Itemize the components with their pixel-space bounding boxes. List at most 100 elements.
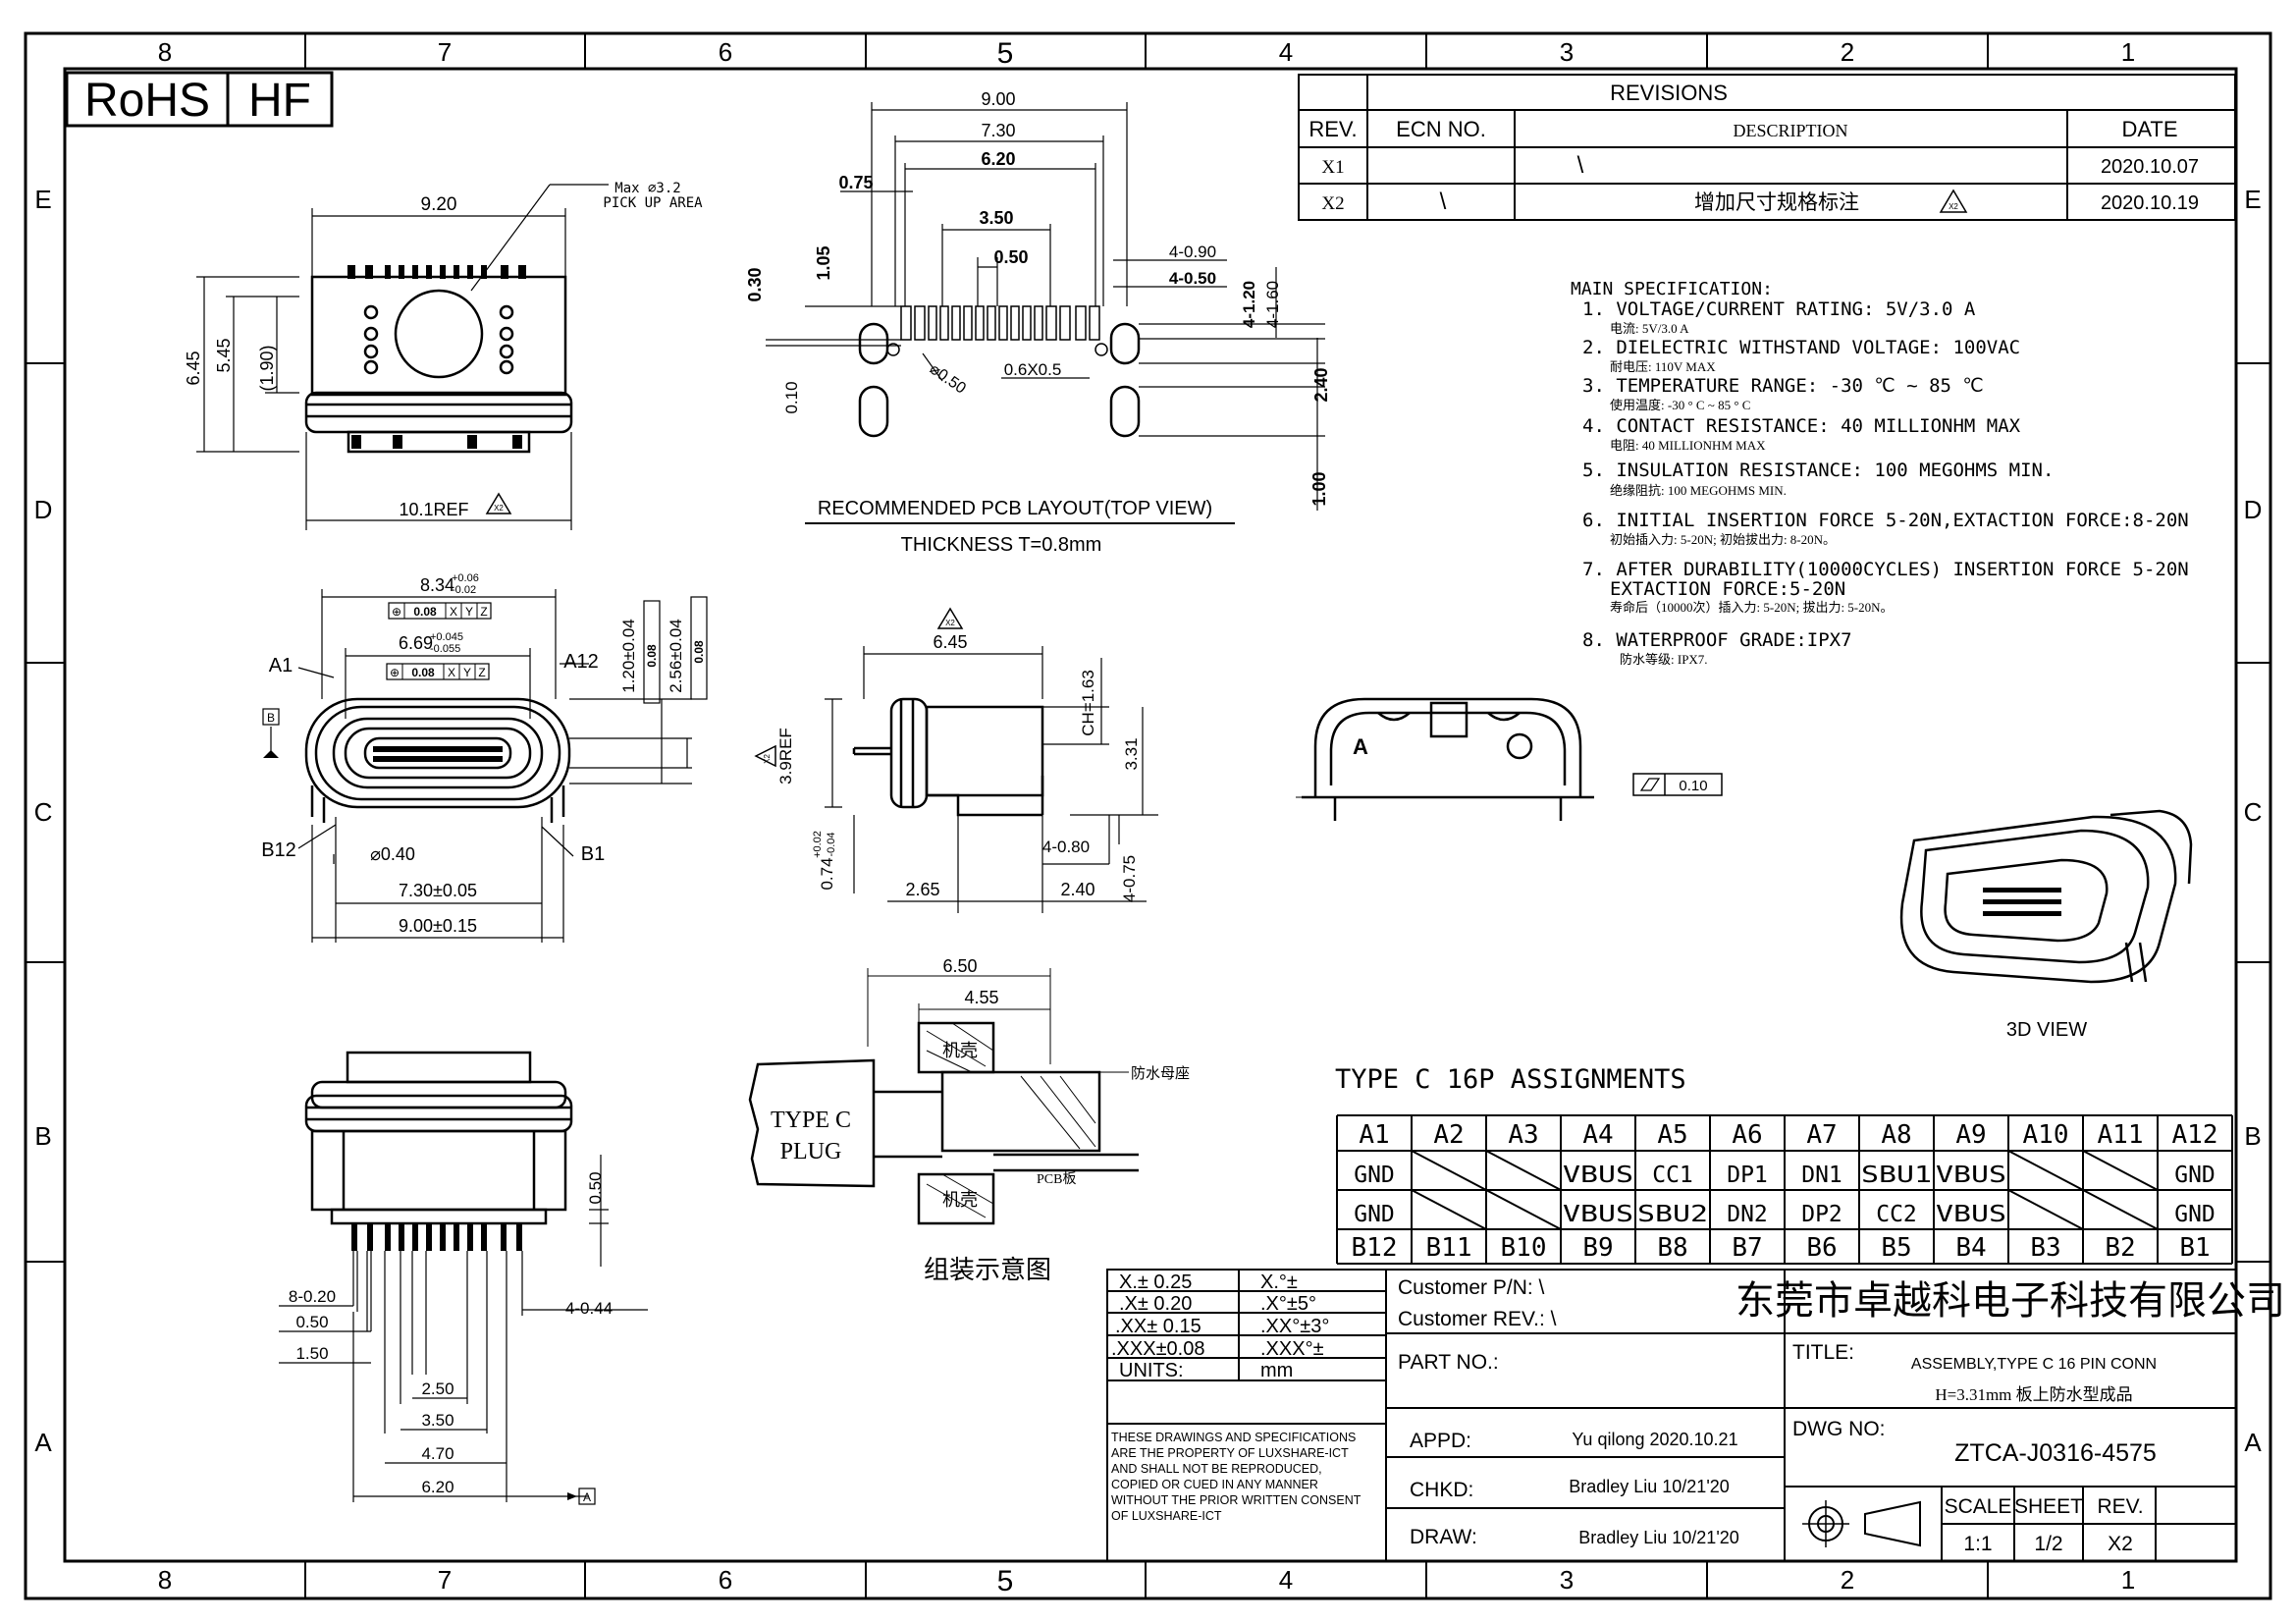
assignment-bottom-header-cell: B8 [1657, 1233, 1687, 1263]
revisions-title: REVISIONS [1610, 81, 1728, 105]
pcb-dim-06x05: 0.6X0.5 [1004, 360, 1062, 379]
description-header: DESCRIPTION [1733, 121, 1847, 140]
chkd-label: CHKD: [1410, 1479, 1473, 1501]
spec-7-en2: EXTACTION FORCE:5-20N [1610, 578, 1845, 600]
assignment-row-b-cell: VBUS [1936, 1202, 2006, 1227]
side-ref-39: 3.9REF [776, 728, 795, 784]
flatness-icon [1639, 778, 1661, 791]
bottom-view: 0.50 8-0.20 0.50 1.50 2.50 3.50 4.70 6.2… [279, 1051, 648, 1505]
pcb-dim-030: 0.30 [745, 267, 765, 301]
rev-row-2-desc: 增加尺寸规格标注 [1694, 190, 1859, 214]
customer-pn: Customer P/N: \ [1398, 1276, 1545, 1299]
pin-a12-label: A12 [563, 651, 599, 673]
assignment-row-a-cell: DN1 [1801, 1163, 1842, 1188]
gdt-frame-2: ⊕ 0.08 X Y Z [386, 663, 490, 680]
bottom-d-250: 2.50 [421, 1380, 454, 1398]
notice-line-4: COPIED OR CUED IN ANY MANNER [1111, 1478, 1318, 1491]
zone-right-d: D [2244, 495, 2263, 524]
assignment-row-b-cell: CC2 [1876, 1202, 1917, 1227]
svg-text:X2: X2 [494, 504, 504, 513]
assignment-row-a-cell: DP1 [1727, 1163, 1768, 1188]
tol-r1-a: X.± 0.25 [1119, 1271, 1192, 1293]
assembly-view: 6.50 4.55 TYPE C PLUG 机壳 机壳 防水母座 PCB板 组装… [748, 956, 1190, 1284]
assignment-bottom-header-cell: B12 [1352, 1233, 1398, 1263]
rev-row-1-rev: X1 [1321, 157, 1344, 178]
assignment-bottom-header-cell: B9 [1582, 1233, 1613, 1263]
tol-r4-a: .XXX±0.08 [1111, 1338, 1204, 1360]
spec-6-en: 6. INITIAL INSERTION FORCE 5-20N,EXTACTI… [1582, 510, 2189, 531]
bottom-d-4-044: 4-0.44 [565, 1299, 613, 1318]
assignments-title: TYPE C 16P ASSIGNMENTS [1335, 1064, 1686, 1095]
pcb-dim-900: 9.00 [981, 89, 1015, 109]
assignment-top-header-cell: A12 [2172, 1120, 2218, 1150]
assignment-row-b-cell: DP2 [1801, 1202, 1842, 1227]
assignment-top-header-cell: A8 [1881, 1120, 1911, 1150]
assignment-empty-cell [1411, 1150, 1487, 1191]
svg-text:-0.055: -0.055 [430, 643, 460, 655]
spec-5-en: 5. INSULATION RESISTANCE: 100 MEGOHMS MI… [1582, 460, 2054, 481]
side-w-645: 6.45 [933, 632, 967, 652]
pcb-dim-100: 1.00 [1309, 471, 1329, 506]
position-icon: ⊕ [392, 605, 401, 619]
zone-top-3: 3 [1560, 37, 1574, 67]
pcb-thickness: THICKNESS T=0.8mm [901, 534, 1102, 556]
pcb-dim-730: 7.30 [981, 121, 1015, 140]
rev-row-2-ecn: \ [1440, 189, 1447, 215]
front-w-730: 7.30±0.05 [399, 881, 477, 900]
assignment-row-b-cell: VBUS [1563, 1202, 1633, 1227]
scale-value: 1:1 [1963, 1533, 1992, 1555]
zone-right-b: B [2244, 1121, 2261, 1151]
end-view-label-a: A [1353, 734, 1368, 759]
main-specification: MAIN SPECIFICATION: 1. VOLTAGE/CURRENT R… [1571, 279, 2189, 667]
assignment-row-b-cell: SBU2 [1637, 1202, 1708, 1227]
zone-top-6: 6 [719, 37, 732, 67]
assignment-row-a-cell: SBU1 [1861, 1163, 1932, 1188]
date-header: DATE [2121, 117, 2177, 141]
zone-bottom-8: 8 [158, 1565, 172, 1595]
pcb-dim-240: 2.40 [1311, 367, 1331, 402]
rev-value: X2 [2108, 1533, 2133, 1555]
assignment-bottom-header-cell: B3 [2030, 1233, 2060, 1263]
zone-left-c: C [34, 797, 53, 827]
assignment-bottom-header-cell: B2 [2105, 1233, 2135, 1263]
svg-text:Z: Z [478, 666, 485, 679]
revision-triangle-icon: X2 [485, 492, 512, 514]
spec-3-cn: 使用温度: -30 ° C ~ 85 ° C [1610, 398, 1750, 412]
assignment-row-a-cell: GND [1354, 1163, 1395, 1188]
tol-r1-b: X.°± [1260, 1271, 1298, 1293]
assignment-row-b-cell: GND [2174, 1202, 2216, 1227]
notice-line-5: WITHOUT THE PRIOR WRITTEN CONSENT [1111, 1493, 1362, 1507]
title-line-1: ASSEMBLY,TYPE C 16 PIN CONN [1911, 1356, 2157, 1373]
zone-bottom-7: 7 [438, 1565, 452, 1595]
svg-text:0.74: 0.74 [818, 857, 836, 890]
revision-triangle-icon: X2 [936, 607, 964, 629]
zone-bottom-6: 6 [719, 1565, 732, 1595]
rev-row-1-desc: \ [1577, 152, 1584, 179]
svg-text:-0.04: -0.04 [826, 832, 837, 856]
scale-label: SCALE [1945, 1495, 2012, 1518]
pin-b1-label: B1 [581, 843, 605, 865]
assignment-empty-cell [2007, 1150, 2084, 1191]
assignment-bottom-header-cell: B6 [1806, 1233, 1837, 1263]
assignment-empty-cell [1411, 1189, 1487, 1230]
pin-a1-label: A1 [269, 655, 293, 676]
assignment-top-header-cell: A11 [2098, 1120, 2144, 1150]
svg-text:0.10: 0.10 [1679, 778, 1707, 794]
revision-triangle-icon: X2 [754, 744, 776, 768]
svg-text:X2: X2 [1949, 202, 1958, 211]
datum-a-label: A [583, 1490, 591, 1504]
title-label: TITLE: [1792, 1341, 1854, 1364]
notice-line-3: AND SHALL NOT BE REPRODUCED, [1111, 1462, 1322, 1476]
zone-left-d: D [34, 495, 53, 524]
side-d-4-075: 4-0.75 [1120, 855, 1139, 902]
assignment-top-header-cell: A9 [1955, 1120, 1986, 1150]
bottom-d-050b: 0.50 [295, 1313, 328, 1331]
svg-text:0.08: 0.08 [413, 605, 437, 619]
plug-label-2: PLUG [780, 1139, 842, 1164]
top-h-190: (1.90) [257, 345, 277, 391]
dwg-no-value: ZTCA-J0316-4575 [1954, 1439, 2157, 1467]
spec-heading: MAIN SPECIFICATION: [1571, 279, 1773, 299]
spec-8-cn: 防水等级: IPX7. [1620, 652, 1708, 667]
assignment-empty-cell [2082, 1189, 2159, 1230]
